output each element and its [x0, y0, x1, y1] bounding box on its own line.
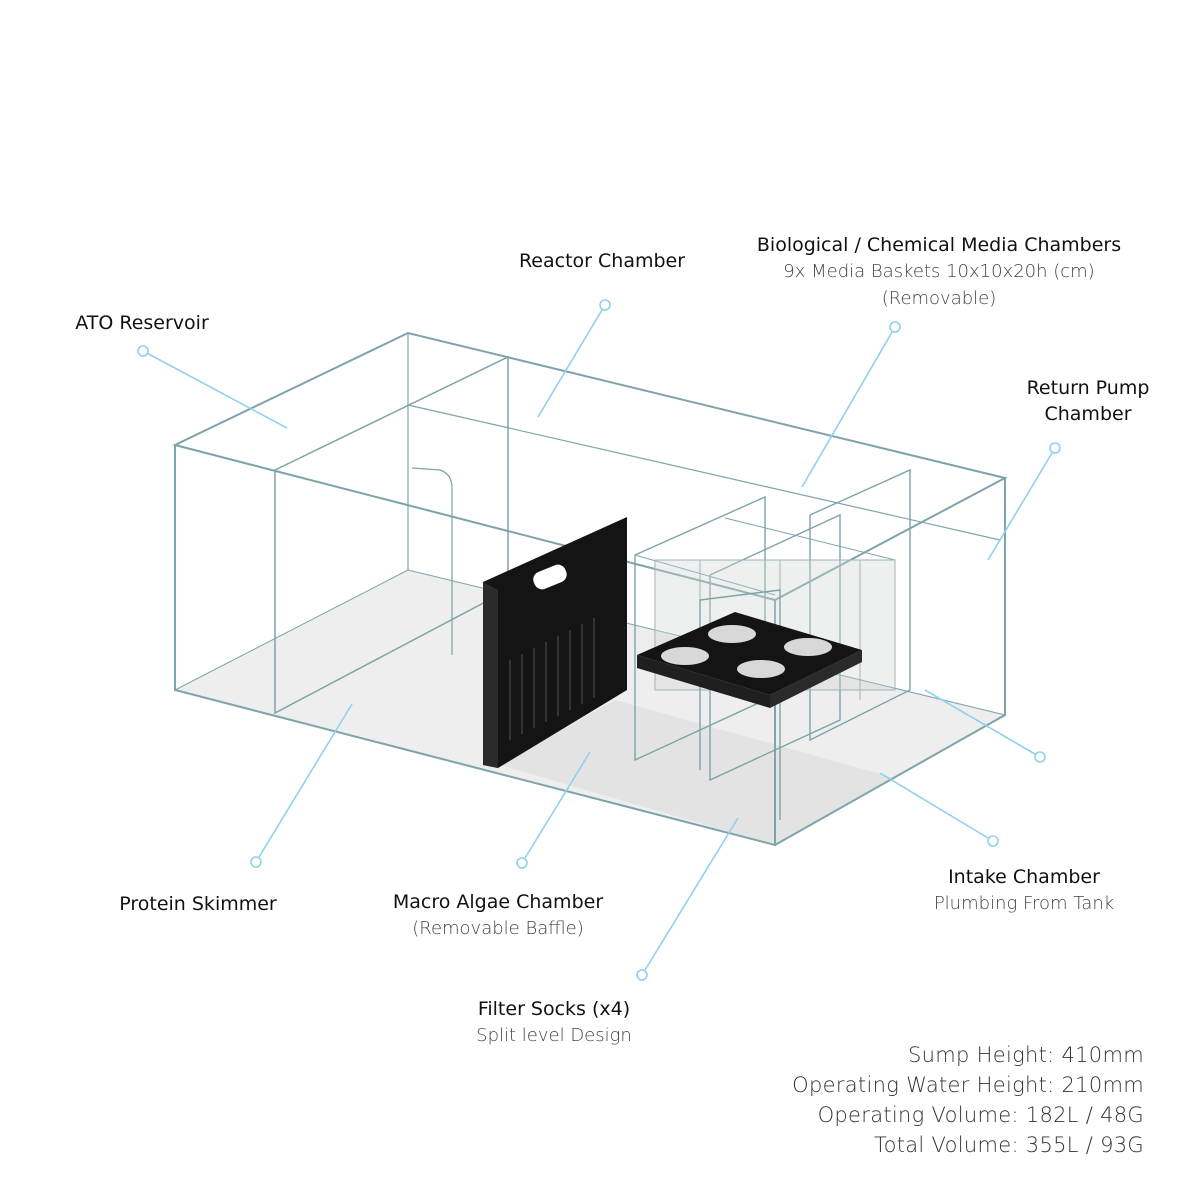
label-return-pump: Return Pump Chamber	[998, 375, 1178, 427]
leader-intake-1	[924, 689, 1041, 758]
label-intake-chamber: Intake Chamber Plumbing From Tank	[914, 864, 1134, 917]
label-ato-reservoir: ATO Reservoir	[52, 310, 232, 336]
intake-dot-1	[1034, 751, 1046, 763]
media-title: Biological / Chemical Media Chambers	[756, 234, 1122, 256]
label-protein-skimmer: Protein Skimmer	[98, 891, 298, 917]
intake-sub: Plumbing From Tank	[933, 893, 1115, 914]
leader-reactor	[537, 304, 606, 418]
socks-title: Filter Socks (x4)	[477, 998, 631, 1020]
media-sub-2: (Removable)	[881, 288, 997, 309]
label-reactor-chamber: Reactor Chamber	[492, 248, 712, 274]
label-filter-socks: Filter Socks (x4) Split level Design	[444, 996, 664, 1049]
leader-ato	[142, 350, 288, 429]
removable-baffle	[483, 517, 627, 768]
spec-sump-height: Sump Height: 410mm	[908, 1043, 1144, 1067]
ato-dot	[137, 345, 149, 357]
leader-macro	[521, 751, 591, 864]
macro-sub: (Removable Baffle)	[412, 918, 584, 939]
reactor-title: Reactor Chamber	[518, 250, 686, 272]
filter-sock-holder	[637, 612, 862, 708]
macro-dot	[516, 857, 528, 869]
skimmer-title: Protein Skimmer	[119, 893, 277, 915]
label-media-chambers: Biological / Chemical Media Chambers 9x …	[729, 232, 1149, 312]
label-macro-algae: Macro Algae Chamber (Removable Baffle)	[378, 889, 618, 942]
specs-block: Sump Height: 410mm Operating Water Heigh…	[792, 1040, 1144, 1160]
intake-dot-2	[987, 835, 999, 847]
intake-title: Intake Chamber	[948, 866, 1100, 888]
leader-socks	[641, 817, 739, 976]
ato-title: ATO Reservoir	[75, 312, 209, 334]
skimmer-dot	[250, 856, 262, 868]
spec-operating-volume: Operating Volume: 182L / 48G	[817, 1103, 1144, 1127]
socks-dot	[636, 969, 648, 981]
return-title-2: Chamber	[1044, 403, 1132, 425]
leader-skimmer	[255, 703, 353, 863]
spec-total-volume: Total Volume: 355L / 93G	[874, 1133, 1144, 1157]
reactor-dot	[599, 299, 611, 311]
media-sub-1: 9x Media Baskets 10x10x20h (cm)	[783, 261, 1095, 282]
spec-water-height: Operating Water Height: 210mm	[792, 1073, 1144, 1097]
return-title-1: Return Pump	[1026, 377, 1150, 399]
leader-return	[987, 447, 1056, 561]
leader-intake-2	[879, 772, 994, 842]
leader-media	[801, 326, 896, 488]
macro-title: Macro Algae Chamber	[392, 891, 604, 913]
return-dot	[1049, 442, 1061, 454]
leader-lines	[137, 299, 1061, 981]
socks-sub: Split level Design	[476, 1025, 632, 1046]
media-dot	[889, 321, 901, 333]
floor-shade	[500, 700, 895, 845]
